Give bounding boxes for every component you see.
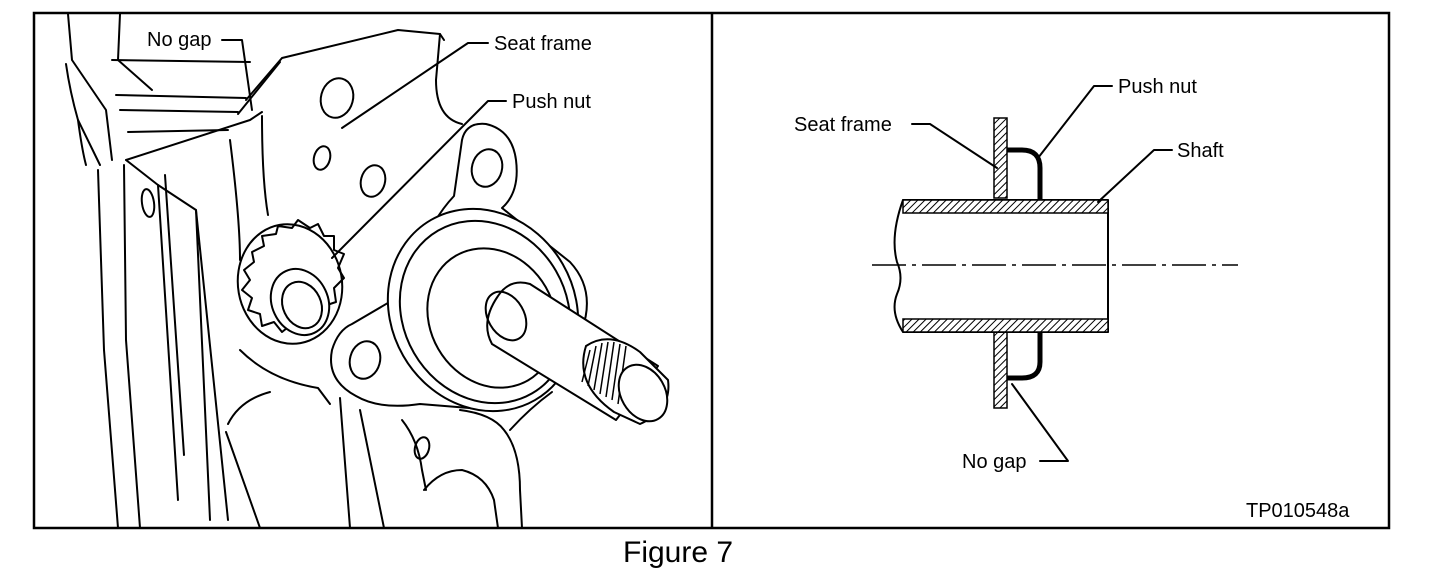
label-seat-frame-right: Seat frame — [794, 114, 892, 136]
shaft-body — [893, 199, 1109, 333]
seat-frame-section-upper — [993, 117, 1008, 199]
label-seat-frame-left: Seat frame — [494, 33, 592, 55]
figure-code: TP010548a — [1246, 500, 1350, 522]
shaft-wall-bottom — [902, 318, 1109, 333]
label-no-gap-right: No gap — [962, 451, 1027, 473]
right-leader-lines — [911, 85, 1173, 462]
push-nut-lower — [1007, 332, 1043, 381]
left-leader-lines — [221, 39, 507, 259]
figure-caption: Figure 7 — [623, 536, 733, 569]
label-no-gap-left: No gap — [147, 29, 212, 51]
label-push-nut-left: Push nut — [512, 91, 591, 113]
label-shaft-right: Shaft — [1177, 140, 1224, 162]
shaft-wall-top — [902, 199, 1109, 214]
right-cross-section — [872, 117, 1238, 409]
label-push-nut-right: Push nut — [1118, 76, 1197, 98]
left-perspective-drawing — [65, 14, 670, 528]
push-nut-upper — [1007, 147, 1043, 200]
seat-frame-section-lower — [993, 331, 1008, 409]
